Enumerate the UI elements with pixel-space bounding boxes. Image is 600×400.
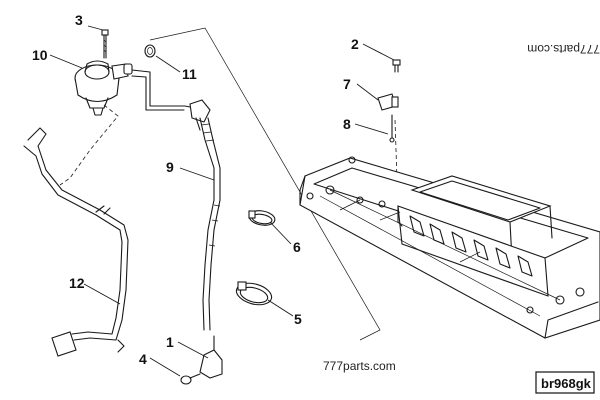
hose-upper [131, 69, 211, 131]
callout-12: 12 [69, 275, 85, 291]
callout-6: 6 [293, 239, 301, 255]
bolt-4 [180, 373, 201, 385]
watermark-bottom: 777parts.com [323, 359, 396, 373]
bracket-1 [199, 335, 223, 379]
callout-4: 4 [139, 351, 147, 367]
callout-3: 3 [75, 12, 83, 28]
callout-numbers: 3 10 11 2 7 8 9 6 12 5 1 4 [32, 12, 359, 367]
clamp-6 [248, 210, 276, 226]
callout-7: 7 [343, 76, 351, 92]
bolt-3 [101, 29, 109, 59]
callout-5: 5 [294, 311, 302, 327]
watermark-top-mirrored: 777parts.com [527, 42, 600, 56]
vent-valve [74, 60, 133, 116]
callout-11: 11 [182, 66, 197, 82]
clamp-5 [235, 281, 273, 306]
diagram-code: br968gk [541, 376, 592, 391]
hose-12 [23, 127, 129, 357]
callout-8: 8 [343, 116, 351, 132]
reference-lines [59, 27, 399, 341]
callout-1: 1 [166, 334, 174, 350]
bolt-8 [389, 114, 395, 143]
callout-10: 10 [32, 47, 48, 63]
hose-9 [199, 117, 221, 331]
leader-lines [49, 25, 395, 377]
callout-2: 2 [351, 36, 359, 52]
callout-9: 9 [166, 159, 174, 175]
sensor-7 [377, 93, 399, 111]
bolt-2 [392, 59, 401, 73]
valve-body-assembly [299, 156, 600, 339]
diagram-code-badge: br968gk [535, 371, 595, 394]
o-ring-11 [144, 44, 156, 58]
